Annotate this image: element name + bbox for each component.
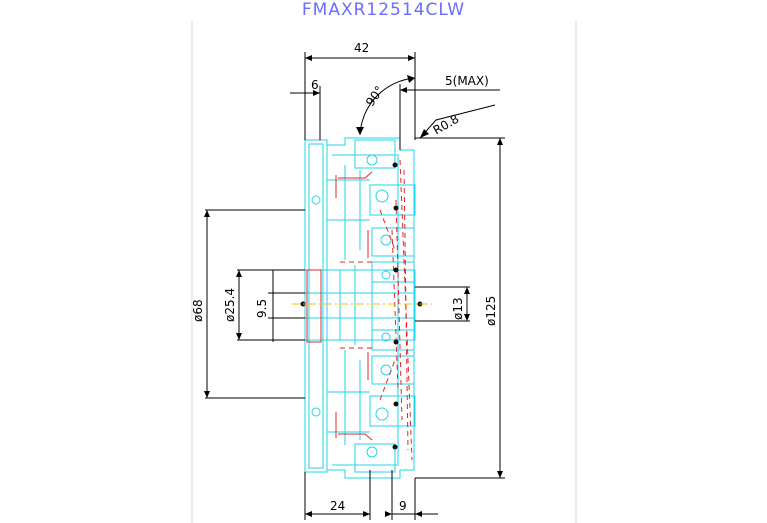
cutter-body xyxy=(304,137,416,479)
dimension-labels: 42 6 90° 5(MAX) R0.8 ø68 ø25.4 9.5 ø13 ø… xyxy=(191,41,498,513)
insert-markers xyxy=(300,162,423,450)
dim-dia-68: ø68 xyxy=(191,299,205,322)
dim-9-5: 9.5 xyxy=(255,299,269,318)
arrowheads xyxy=(204,55,503,517)
dim-angle-90: 90° xyxy=(363,83,387,108)
dimension-lines xyxy=(205,52,505,520)
dim-dia-125: ø125 xyxy=(484,296,498,326)
guide-lines xyxy=(191,20,577,523)
dim-max-5: 5(MAX) xyxy=(445,74,489,88)
dim-width-24: 24 xyxy=(330,499,345,513)
dim-width-9: 9 xyxy=(399,499,407,513)
dim-width-42: 42 xyxy=(354,41,369,55)
hidden-lines xyxy=(306,159,413,461)
dim-dia-25-4: ø25.4 xyxy=(223,288,237,322)
drawing-title: FMAXR12514CLW xyxy=(301,0,466,20)
dim-dia-13: ø13 xyxy=(451,297,465,320)
dim-width-6: 6 xyxy=(311,78,319,92)
dim-radius: R0.8 xyxy=(431,112,462,138)
